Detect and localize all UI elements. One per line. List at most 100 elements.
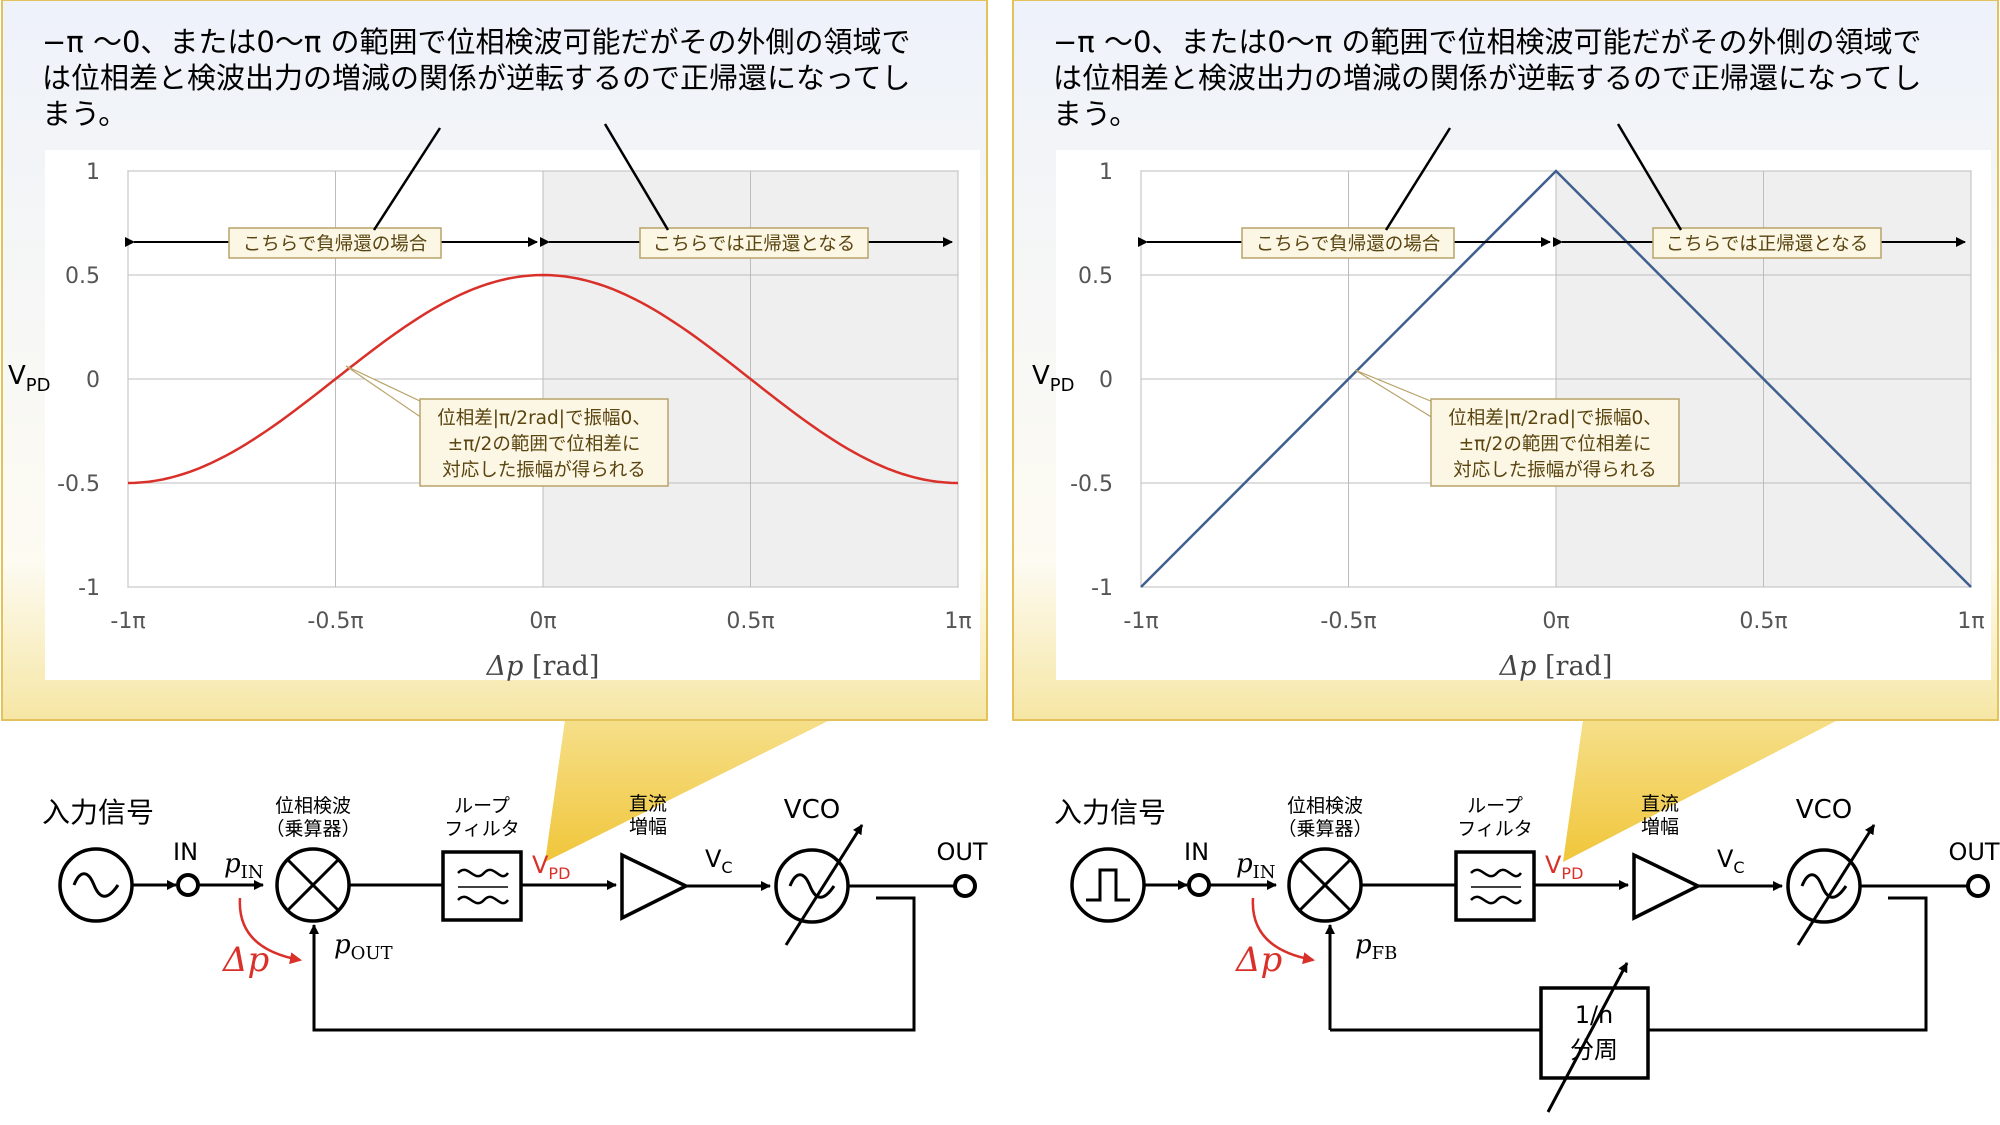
multiplier-icon xyxy=(1287,847,1363,923)
multiplier-icon xyxy=(275,847,351,923)
grid-lines xyxy=(127,170,959,588)
y-tick-label: -0.5 xyxy=(57,472,100,497)
y-tick-label: -1 xyxy=(78,576,100,601)
feedback-path xyxy=(309,896,916,1032)
feedback-path-right xyxy=(1648,896,1928,1032)
y-tick-label: 0.5 xyxy=(65,264,100,289)
x-tick-label: 1π xyxy=(944,609,971,634)
callout-text-line3: まう。 xyxy=(42,97,127,131)
loop-filter-icon xyxy=(1454,850,1536,922)
y-tick-labels: 10.50-0.5-1 xyxy=(57,160,100,601)
amp-label-line1: 直流 xyxy=(1641,793,1679,815)
filter-label-line1: ループ xyxy=(1467,795,1523,817)
range-label-left-box xyxy=(1241,227,1455,259)
callout-text-line1: −π ～0、または0～π の範囲で位相検波可能だがその外側の領域で xyxy=(42,25,911,59)
vc-label: VC xyxy=(705,845,733,877)
series-line-cosine xyxy=(127,273,959,485)
x-tick-label: 1π xyxy=(1957,609,1984,634)
divider-block xyxy=(1539,986,1650,1080)
range-label-left: こちらで負帰還の場合 xyxy=(243,234,427,255)
range-label-left: こちらで負帰還の場合 xyxy=(1256,234,1440,255)
delta-p-label: Δp xyxy=(221,940,269,980)
dc-amplifier-icon xyxy=(620,852,690,921)
range-label-right: こちらでは正帰還となる xyxy=(1666,234,1868,255)
out-terminal xyxy=(953,874,977,898)
phase-diff-arrow xyxy=(238,897,302,965)
pin-label: pIN xyxy=(1236,849,1276,883)
detector-label-line1: 位相検波 xyxy=(1287,795,1363,817)
callout-pointer-right xyxy=(1616,123,1683,231)
sine-source xyxy=(58,847,134,923)
out-terminal xyxy=(1966,874,1990,898)
y-axis-label: VPD xyxy=(8,361,51,396)
range-label-right-box xyxy=(639,227,869,259)
in-label: IN xyxy=(1184,838,1209,866)
x-axis-label: Δp [rad] xyxy=(1499,651,1613,682)
note-box xyxy=(1430,398,1680,487)
y-tick-label: 1 xyxy=(86,160,100,185)
filter-label-line2: フィルタ xyxy=(1457,818,1533,840)
x-axis-label: Δp [rad] xyxy=(486,651,600,682)
feedback-signal-label: pFB xyxy=(1355,930,1397,964)
vco-label: VCO xyxy=(1796,795,1852,825)
callout-tail xyxy=(545,720,830,862)
note-line1: 位相差|π/2rad|で振幅0、 xyxy=(1448,408,1662,429)
feedback-signal-label: pOUT xyxy=(334,930,393,964)
right-panel: −π ～0、または0～π の範囲で位相検波可能だがその外側の領域で は位相差と検… xyxy=(1012,0,2000,1113)
x-tick-label: -0.5π xyxy=(307,609,363,634)
pll-block-diagram: 入力信号 IN pIN 位相検波 （乗算器） ループ フィルタ xyxy=(42,793,988,1032)
y-tick-label: 1 xyxy=(1099,160,1113,185)
x-tick-label: -1π xyxy=(1123,609,1158,634)
input-signal-label: 入力信号 xyxy=(42,796,154,829)
amp-label-line1: 直流 xyxy=(629,793,667,815)
detector-label-line2: （乗算器） xyxy=(265,818,360,840)
y-tick-label: -1 xyxy=(1091,576,1113,601)
callout-tail xyxy=(1563,720,1838,862)
square-wave-icon xyxy=(1086,868,1130,902)
amp-label-line2: 増幅 xyxy=(1641,816,1679,838)
range-label-right: こちらでは正帰還となる xyxy=(653,234,855,255)
input-signal-label: 入力信号 xyxy=(1054,796,1166,829)
phase-diff-arrow xyxy=(1251,897,1315,965)
note-box xyxy=(419,398,669,487)
dc-amplifier-icon xyxy=(1632,852,1702,921)
y-axis-label: VPD xyxy=(1032,361,1075,396)
callout-pointer-right xyxy=(603,123,670,231)
divider-label-line2: 分周 xyxy=(1570,1036,1618,1064)
range-label-right-box xyxy=(1652,227,1882,259)
pll-block-diagram: 入力信号 IN pIN 位相検波 （乗算器） ループ フィルタ xyxy=(1054,793,2000,1113)
x-tick-label: -0.5π xyxy=(1320,609,1376,634)
detector-label-line2: （乗算器） xyxy=(1277,818,1372,840)
y-tick-label: 0 xyxy=(1099,368,1113,393)
note-line2: ±π/2の範囲で位相差に xyxy=(1459,434,1652,455)
x-tick-label: 0π xyxy=(529,609,556,634)
x-tick-label: -1π xyxy=(110,609,145,634)
loop-filter-icon xyxy=(441,850,523,922)
callout-pointer-left xyxy=(1384,127,1452,231)
vco-label: VCO xyxy=(784,795,840,825)
series-line-triangle xyxy=(1140,169,1972,588)
note-line1: 位相差|π/2rad|で振幅0、 xyxy=(437,408,651,429)
divider-adjust-arrow xyxy=(1546,962,1629,1113)
out-label: OUT xyxy=(936,838,987,866)
callout-text-line1: −π ～0、または0～π の範囲で位相検波可能だがその外側の領域で xyxy=(1053,25,1922,59)
y-tick-label: 0.5 xyxy=(1078,264,1113,289)
callout-text-line2: は位相差と検波出力の増減の関係が逆転するので正帰還になってし xyxy=(1053,61,1922,95)
range-label-left-box xyxy=(228,227,442,259)
filter-label-line1: ループ xyxy=(454,795,510,817)
in-label: IN xyxy=(173,838,198,866)
y-tick-labels: 1 0.5 0 -0.5 -1 xyxy=(1070,160,1113,601)
pin-label: pIN xyxy=(224,849,264,883)
note-line3: 対応した振幅が得られる xyxy=(442,460,646,481)
y-tick-label: -0.5 xyxy=(1070,472,1113,497)
x-tick-label: 0π xyxy=(1542,609,1569,634)
vpd-label: VPD xyxy=(532,851,570,883)
in-terminal xyxy=(1187,873,1211,897)
sine-wave-icon xyxy=(72,872,120,898)
callout-pointer-left xyxy=(372,127,442,231)
left-panel: −π ～0、または0～π の範囲で位相検波可能だがその外側の領域で は位相差と検… xyxy=(1,0,988,1032)
